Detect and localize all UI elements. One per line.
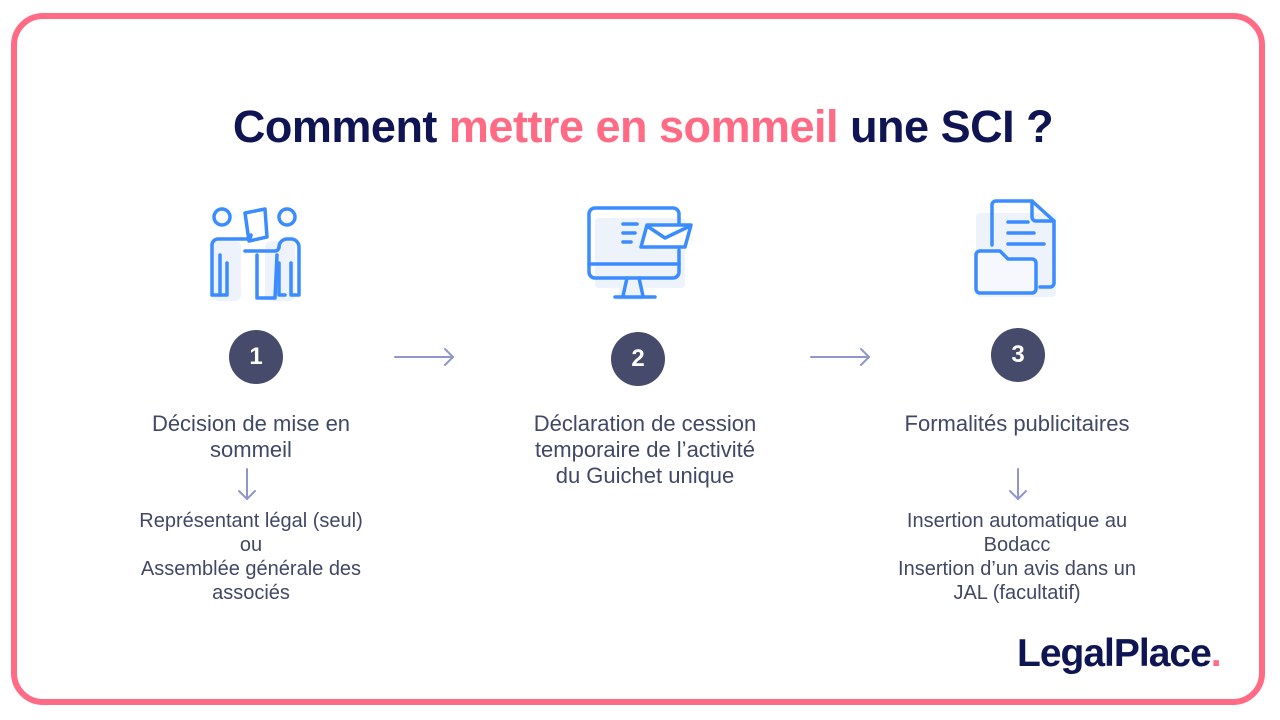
computer-monitor-email-icon <box>587 206 693 300</box>
step-3-number-badge: 3 <box>991 328 1045 382</box>
arrow-down-icon <box>1009 468 1027 500</box>
step-3-detail-line: JAL (facultatif) <box>953 582 1081 604</box>
step-1-number-badge: 1 <box>229 330 283 384</box>
step-1-detail: Représentant légal (seul) ou Assemblée g… <box>96 509 406 605</box>
step-1-detail-line: associés <box>212 582 290 604</box>
arrow-down-icon <box>238 468 256 500</box>
page-title: Comment mettre en sommeil une SCI ? <box>17 101 1269 153</box>
document-folder-icon <box>974 199 1056 297</box>
step-3-detail-line: Insertion automatique au <box>906 510 1128 532</box>
step-3-title-line: Formalités publicitaires <box>904 411 1130 436</box>
arrow-right-icon <box>810 348 870 366</box>
step-1-detail-line: Représentant légal (seul) <box>139 510 363 532</box>
title-highlight: mettre en sommeil <box>448 101 839 152</box>
step-2-title: Déclaration de cession temporaire de l’a… <box>490 411 800 489</box>
step-3-detail: Insertion automatique au Bodacc Insertio… <box>862 509 1172 605</box>
legalplace-logo: LegalPlace. <box>1017 632 1222 676</box>
step-2-title-line: Déclaration de cession <box>533 411 757 436</box>
step-3-title: Formalités publicitaires <box>862 411 1172 437</box>
step-1-title-line: Décision de mise en <box>151 411 351 436</box>
title-part-2: une SCI ? <box>838 101 1054 152</box>
logo-dot: . <box>1210 632 1222 675</box>
infographic-frame: Comment mettre en sommeil une SCI ? <box>11 13 1265 705</box>
step-3-detail-line: Bodacc <box>983 534 1051 556</box>
step-1-detail-line: Assemblée générale des <box>140 558 362 580</box>
step-2-title-line: temporaire de l’activité <box>534 437 756 462</box>
step-1-title: Décision de mise en sommeil <box>96 411 406 463</box>
step-1-title-line: sommeil <box>210 437 292 462</box>
step-2-number-badge: 2 <box>611 332 665 386</box>
step-1-detail-line: ou <box>239 534 263 556</box>
title-part-1: Comment <box>232 101 449 152</box>
step-3-detail-line: Insertion d’un avis dans un <box>898 558 1136 580</box>
step-2-title-line: du Guichet unique <box>555 463 735 488</box>
logo-text: LegalPlace <box>1017 632 1212 675</box>
people-handing-document-icon <box>210 207 301 301</box>
arrow-right-icon <box>394 348 454 366</box>
